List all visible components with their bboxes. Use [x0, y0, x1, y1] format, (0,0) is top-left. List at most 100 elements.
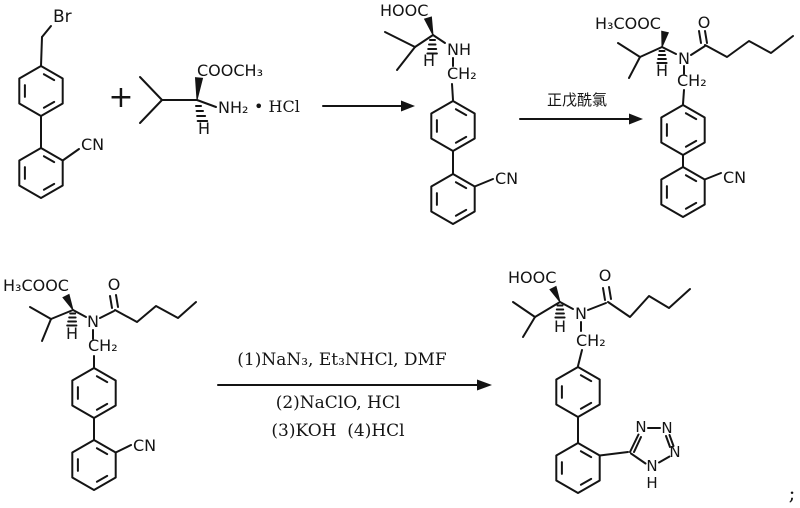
nh-label: NH [447, 40, 471, 59]
structure-valsartan: HOOC O H N CH₂ [508, 266, 691, 494]
arrowhead [477, 379, 492, 391]
arrowhead [401, 100, 415, 112]
c=o-bond [115, 294, 119, 308]
methyl-bond [139, 76, 163, 101]
n-label: N [87, 312, 99, 331]
structure-acylated-ester-top: H₃COOC O H N CH₂ CN [595, 13, 794, 218]
tetrazole-n-label: N [635, 418, 646, 436]
butyl-chain [607, 288, 691, 318]
bond [577, 349, 583, 367]
structure-secondary-amine: HOOC H NH CH₂ CN [380, 1, 518, 225]
bond [559, 301, 574, 310]
structure-valine-methyl-ester-hcl: COOCH₃ H NH₂ • HCl [139, 61, 300, 138]
reagent-label: 正戊酰氯 [547, 91, 607, 109]
bond [690, 45, 706, 56]
cn-bond [473, 178, 494, 188]
ester-label: H₃COOC [595, 14, 661, 33]
bond [682, 89, 685, 105]
benzene-ring [660, 104, 706, 156]
reaction-arrow-2: 正戊酰氯 [519, 91, 643, 125]
ch2-label: CH₂ [447, 64, 477, 83]
bond [432, 34, 446, 44]
benzene-ring [555, 442, 601, 494]
bond [639, 46, 663, 58]
conditions-below-1: (2)NaClO, HCl [276, 393, 401, 413]
bond [587, 302, 607, 311]
tetrazole-n-label: N [661, 419, 672, 437]
h-label: H [554, 317, 566, 336]
reaction-arrow-1 [322, 100, 415, 112]
plus-sign: + [108, 80, 133, 115]
acid-label: HOOC [508, 268, 556, 287]
cn-bond [61, 148, 80, 162]
bond [661, 46, 677, 55]
conditions-above: (1)NaN₃, Et₃NHCl, DMF [237, 350, 447, 370]
cn-label: CN [133, 436, 156, 455]
aryl-tetrazole-bond [598, 451, 629, 457]
benzene-ring [430, 100, 476, 152]
br-label: Br [53, 7, 72, 27]
cn-label: CN [723, 168, 746, 187]
amine-label: NH₂ [218, 98, 248, 117]
butyl-chain [114, 301, 197, 323]
ch2-label: CH₂ [576, 331, 606, 350]
h-label: H [423, 51, 435, 70]
tetrazole-h-label: H [646, 474, 657, 492]
br-bond [41, 25, 52, 38]
cn-bond [703, 172, 722, 181]
wedge-bond [661, 30, 670, 48]
hash-bond [656, 50, 668, 64]
acid-label: HOOC [380, 1, 428, 20]
hash-bond [66, 312, 78, 327]
bond [534, 301, 561, 318]
bond [50, 309, 74, 320]
ester-label: H₃COOC [3, 276, 69, 295]
benzene-ring [660, 166, 706, 218]
bond [196, 99, 217, 108]
c=o-bond [109, 295, 113, 309]
ester-label: COOCH₃ [197, 61, 263, 80]
c=o-bond [698, 30, 702, 44]
benzene-ring [71, 439, 117, 491]
n=n-bond [668, 434, 675, 447]
ch2-label: CH₂ [88, 336, 118, 355]
cn-label: CN [495, 169, 518, 188]
wedge-bond [423, 16, 434, 36]
conditions-below-2: (3)KOH (4)HCl [271, 421, 404, 441]
h-label: H [198, 119, 210, 138]
n-label: N [575, 304, 587, 323]
h-label: H [656, 61, 668, 80]
carbonyl-o-label: O [599, 266, 612, 285]
c=n-bond [629, 433, 640, 453]
c=o-bond [704, 30, 708, 44]
wedge-bond [194, 77, 204, 101]
n=n-bond [665, 435, 671, 448]
hcl-salt-label: • HCl [254, 97, 300, 116]
bond [99, 310, 115, 319]
c=n-bond [633, 436, 642, 453]
benzene-ring [18, 65, 64, 117]
structure-acylated-ester-bottom: H₃COOC O H N CH₂ CN [3, 275, 197, 491]
ch2-bond [40, 36, 43, 67]
tetrazole-nh-label: N [646, 457, 657, 475]
h-label: H [66, 324, 78, 343]
wedge-bond [549, 285, 561, 303]
tetrazole-ring: N N N N H [598, 418, 681, 492]
scheme-terminator: ; [789, 481, 796, 505]
methyl-bond [396, 46, 416, 71]
bond [414, 34, 434, 48]
methyl-bond [628, 56, 641, 79]
structure-bromomethyl-biphenyl-carbonitrile: Br CN [18, 7, 104, 199]
wedge-bond [62, 293, 74, 311]
butyl-chain [704, 35, 794, 58]
arrowhead [629, 113, 643, 125]
benzene-ring [430, 173, 476, 225]
methyl-bond [139, 99, 163, 124]
cn-label: CN [81, 135, 104, 154]
ch2-label: CH₂ [677, 71, 707, 90]
n-n-bond [658, 455, 671, 464]
benzene-ring [555, 366, 601, 418]
bond [451, 83, 454, 101]
